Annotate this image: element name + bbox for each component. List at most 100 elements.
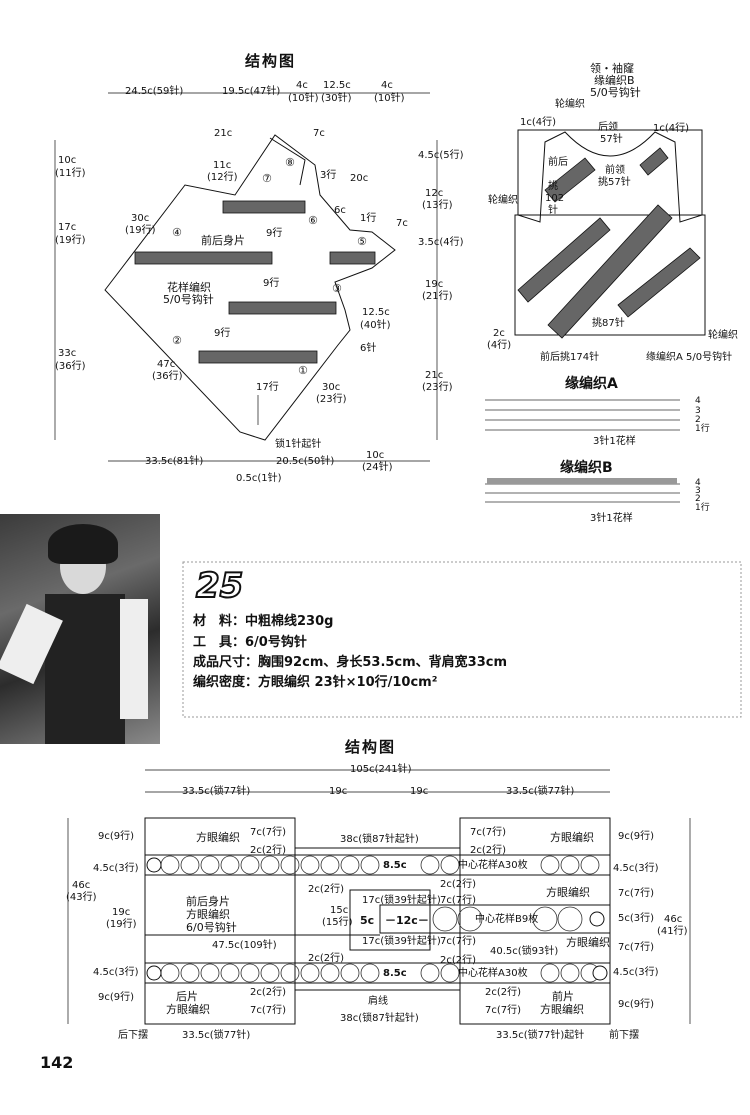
bottom-dim-2: 20.5c(50针) bbox=[276, 456, 335, 467]
label-6c: 6c bbox=[334, 205, 346, 216]
top-title: 结构图 bbox=[245, 52, 297, 70]
left-side-d: 4.5c(3行) bbox=[93, 967, 139, 978]
front-hem: 前下摆 bbox=[609, 1030, 639, 1041]
label-7c-6: 7c(7行) bbox=[485, 1005, 522, 1016]
label-3row: 3行 bbox=[320, 170, 337, 181]
label-47c: 47c bbox=[157, 359, 176, 370]
edge-a-title: 缘编织A bbox=[565, 376, 618, 392]
chain-17-a: 17c(锁39针起针) bbox=[362, 895, 441, 906]
label-47cb: (36行) bbox=[152, 371, 183, 382]
width-1: 24.5c(59针) bbox=[125, 86, 184, 97]
label-2c-2: 2c(2行) bbox=[440, 879, 477, 890]
edge-a-row-2: 2 bbox=[695, 415, 701, 425]
left-side-cb: (19行) bbox=[106, 919, 137, 930]
width-4b: (30针) bbox=[321, 93, 352, 104]
label-11cb: (12行) bbox=[207, 172, 238, 183]
label-15cb: (15行) bbox=[322, 917, 353, 928]
chain-38-top: 38c(锁87针起针) bbox=[340, 834, 419, 845]
bottom-dim-1: 33.5c(81针) bbox=[145, 456, 204, 467]
center-pattern-b: 中心花样B9枚 bbox=[475, 914, 539, 925]
tools-label: 工 具： bbox=[193, 635, 246, 650]
vest-front-neck: 前领 bbox=[605, 165, 625, 176]
vest-2c: 2c bbox=[493, 328, 505, 339]
label-12-5cb: (40针) bbox=[360, 320, 391, 331]
circle-8: ⑧ bbox=[285, 156, 295, 169]
vest-title-3: 5/0号钩针 bbox=[590, 86, 641, 99]
size-row: 成品尺寸：胸围92cm、身长53.5cm、背肩宽33cm bbox=[193, 655, 507, 670]
vest-right-4b: (21行) bbox=[422, 291, 453, 302]
vest-right-2: 12c bbox=[425, 188, 444, 199]
vest-back-neck: 后领 bbox=[598, 122, 618, 133]
left-side-b: 4.5c(3行) bbox=[93, 863, 139, 874]
square-mesh-right-1: 方眼编织 bbox=[546, 886, 590, 899]
right-side-b: 4.5c(3行) bbox=[613, 863, 659, 874]
material-value: 中粗棉线230g bbox=[245, 614, 334, 629]
width-47-5c: 47.5c(109针) bbox=[212, 940, 277, 951]
left-side-c: 19c bbox=[112, 907, 131, 918]
vest-2cb: (4行) bbox=[487, 340, 512, 351]
label-8-5c-top: 8.5c bbox=[383, 860, 407, 871]
label-11c: 11c bbox=[213, 160, 232, 171]
front-back-3: 6/0号钩针 bbox=[186, 921, 237, 934]
circle-7: ⑦ bbox=[262, 172, 272, 185]
vest-bottom-pick: 前后挑174针 bbox=[540, 352, 600, 363]
label-9row-3: 9行 bbox=[214, 328, 231, 339]
width-bottom-left: 33.5c(锁77针) bbox=[182, 1030, 251, 1041]
width-3: 4c bbox=[296, 80, 308, 91]
label-2c-5: 2c(2行) bbox=[250, 987, 287, 998]
material-label: 材 料： bbox=[193, 614, 246, 629]
bottom-width-right: 33.5c(锁77针) bbox=[506, 786, 575, 797]
bottom-total-width: 105c(241针) bbox=[350, 764, 412, 775]
label-body: 前后身片 bbox=[201, 234, 245, 247]
edge-a-repeat: 3针1花样 bbox=[593, 436, 636, 447]
vest-front-pick-4: 针 bbox=[548, 205, 558, 216]
edge-a-row-3: 3 bbox=[695, 406, 701, 416]
center-pattern-a-bottom: 中心花样A30枚 bbox=[458, 968, 528, 979]
pattern-number: 25 bbox=[195, 565, 244, 607]
right-side-total: 46c bbox=[664, 914, 683, 925]
bottom-width-mid-1: 19c bbox=[329, 786, 348, 797]
bottom-width-left: 33.5c(锁77针) bbox=[182, 786, 251, 797]
circle-4: ④ bbox=[172, 226, 182, 239]
label-2c-3: 2c(2行) bbox=[308, 953, 345, 964]
left-dim-a: 10c bbox=[58, 155, 77, 166]
label-30cb: (19行) bbox=[125, 225, 156, 236]
right-side-f: 4.5c(3行) bbox=[613, 967, 659, 978]
tools-row: 工 具：6/0号钩针 bbox=[193, 635, 307, 650]
width-40-5c: 40.5c(锁93针) bbox=[490, 946, 559, 957]
material-row: 材 料：中粗棉线230g bbox=[193, 614, 333, 629]
label-9row-2: 9行 bbox=[263, 278, 280, 289]
row-2c-right: 2c(2行) bbox=[470, 845, 507, 856]
circle-5: ⑤ bbox=[357, 235, 367, 248]
label-30c2: 30c bbox=[322, 382, 341, 393]
circle-1: ① bbox=[298, 364, 308, 377]
edge-b-repeat: 3针1花样 bbox=[590, 513, 633, 524]
width-2: 19.5c(47针) bbox=[222, 86, 281, 97]
right-side-d: 5c(3行) bbox=[618, 913, 655, 924]
label-12c: －12c－ bbox=[385, 914, 429, 927]
vest-back-neck-st: 57针 bbox=[600, 134, 623, 145]
label-2c-4: 2c(2行) bbox=[440, 955, 477, 966]
label-20c: 20c bbox=[350, 173, 369, 184]
center-pattern-a-top: 中心花样A30枚 bbox=[458, 860, 528, 871]
circle-2: ② bbox=[172, 334, 182, 347]
left-side-e: 9c(9行) bbox=[98, 992, 135, 1003]
left-dim-cb: (36行) bbox=[55, 361, 86, 372]
label-7c: 7c bbox=[313, 128, 325, 139]
label-17row: 17行 bbox=[256, 382, 279, 393]
vest-right-4: 19c bbox=[425, 279, 444, 290]
circle-6: ⑥ bbox=[308, 214, 318, 227]
label-hook: 5/0号钩针 bbox=[163, 293, 214, 306]
edge-a-row-4: 4 bbox=[695, 396, 701, 406]
label-pattern: 花样编织 bbox=[167, 281, 211, 294]
bottom-title: 结构图 bbox=[345, 738, 397, 756]
chain-38-bottom: 38c(锁87针起针) bbox=[340, 1013, 419, 1024]
row-7c-left: 7c(7行) bbox=[250, 827, 287, 838]
label-7c2: 7c bbox=[396, 218, 408, 229]
front-back-2: 方眼编织 bbox=[186, 908, 230, 921]
square-mesh-top-left: 方眼编织 bbox=[196, 831, 240, 844]
vest-wheel-2: 轮编织 bbox=[488, 195, 518, 206]
label-7c-5: 7c(7行) bbox=[250, 1005, 287, 1016]
back-piece: 后片 bbox=[176, 990, 198, 1003]
vest-title-2: 缘编织B bbox=[594, 74, 635, 87]
